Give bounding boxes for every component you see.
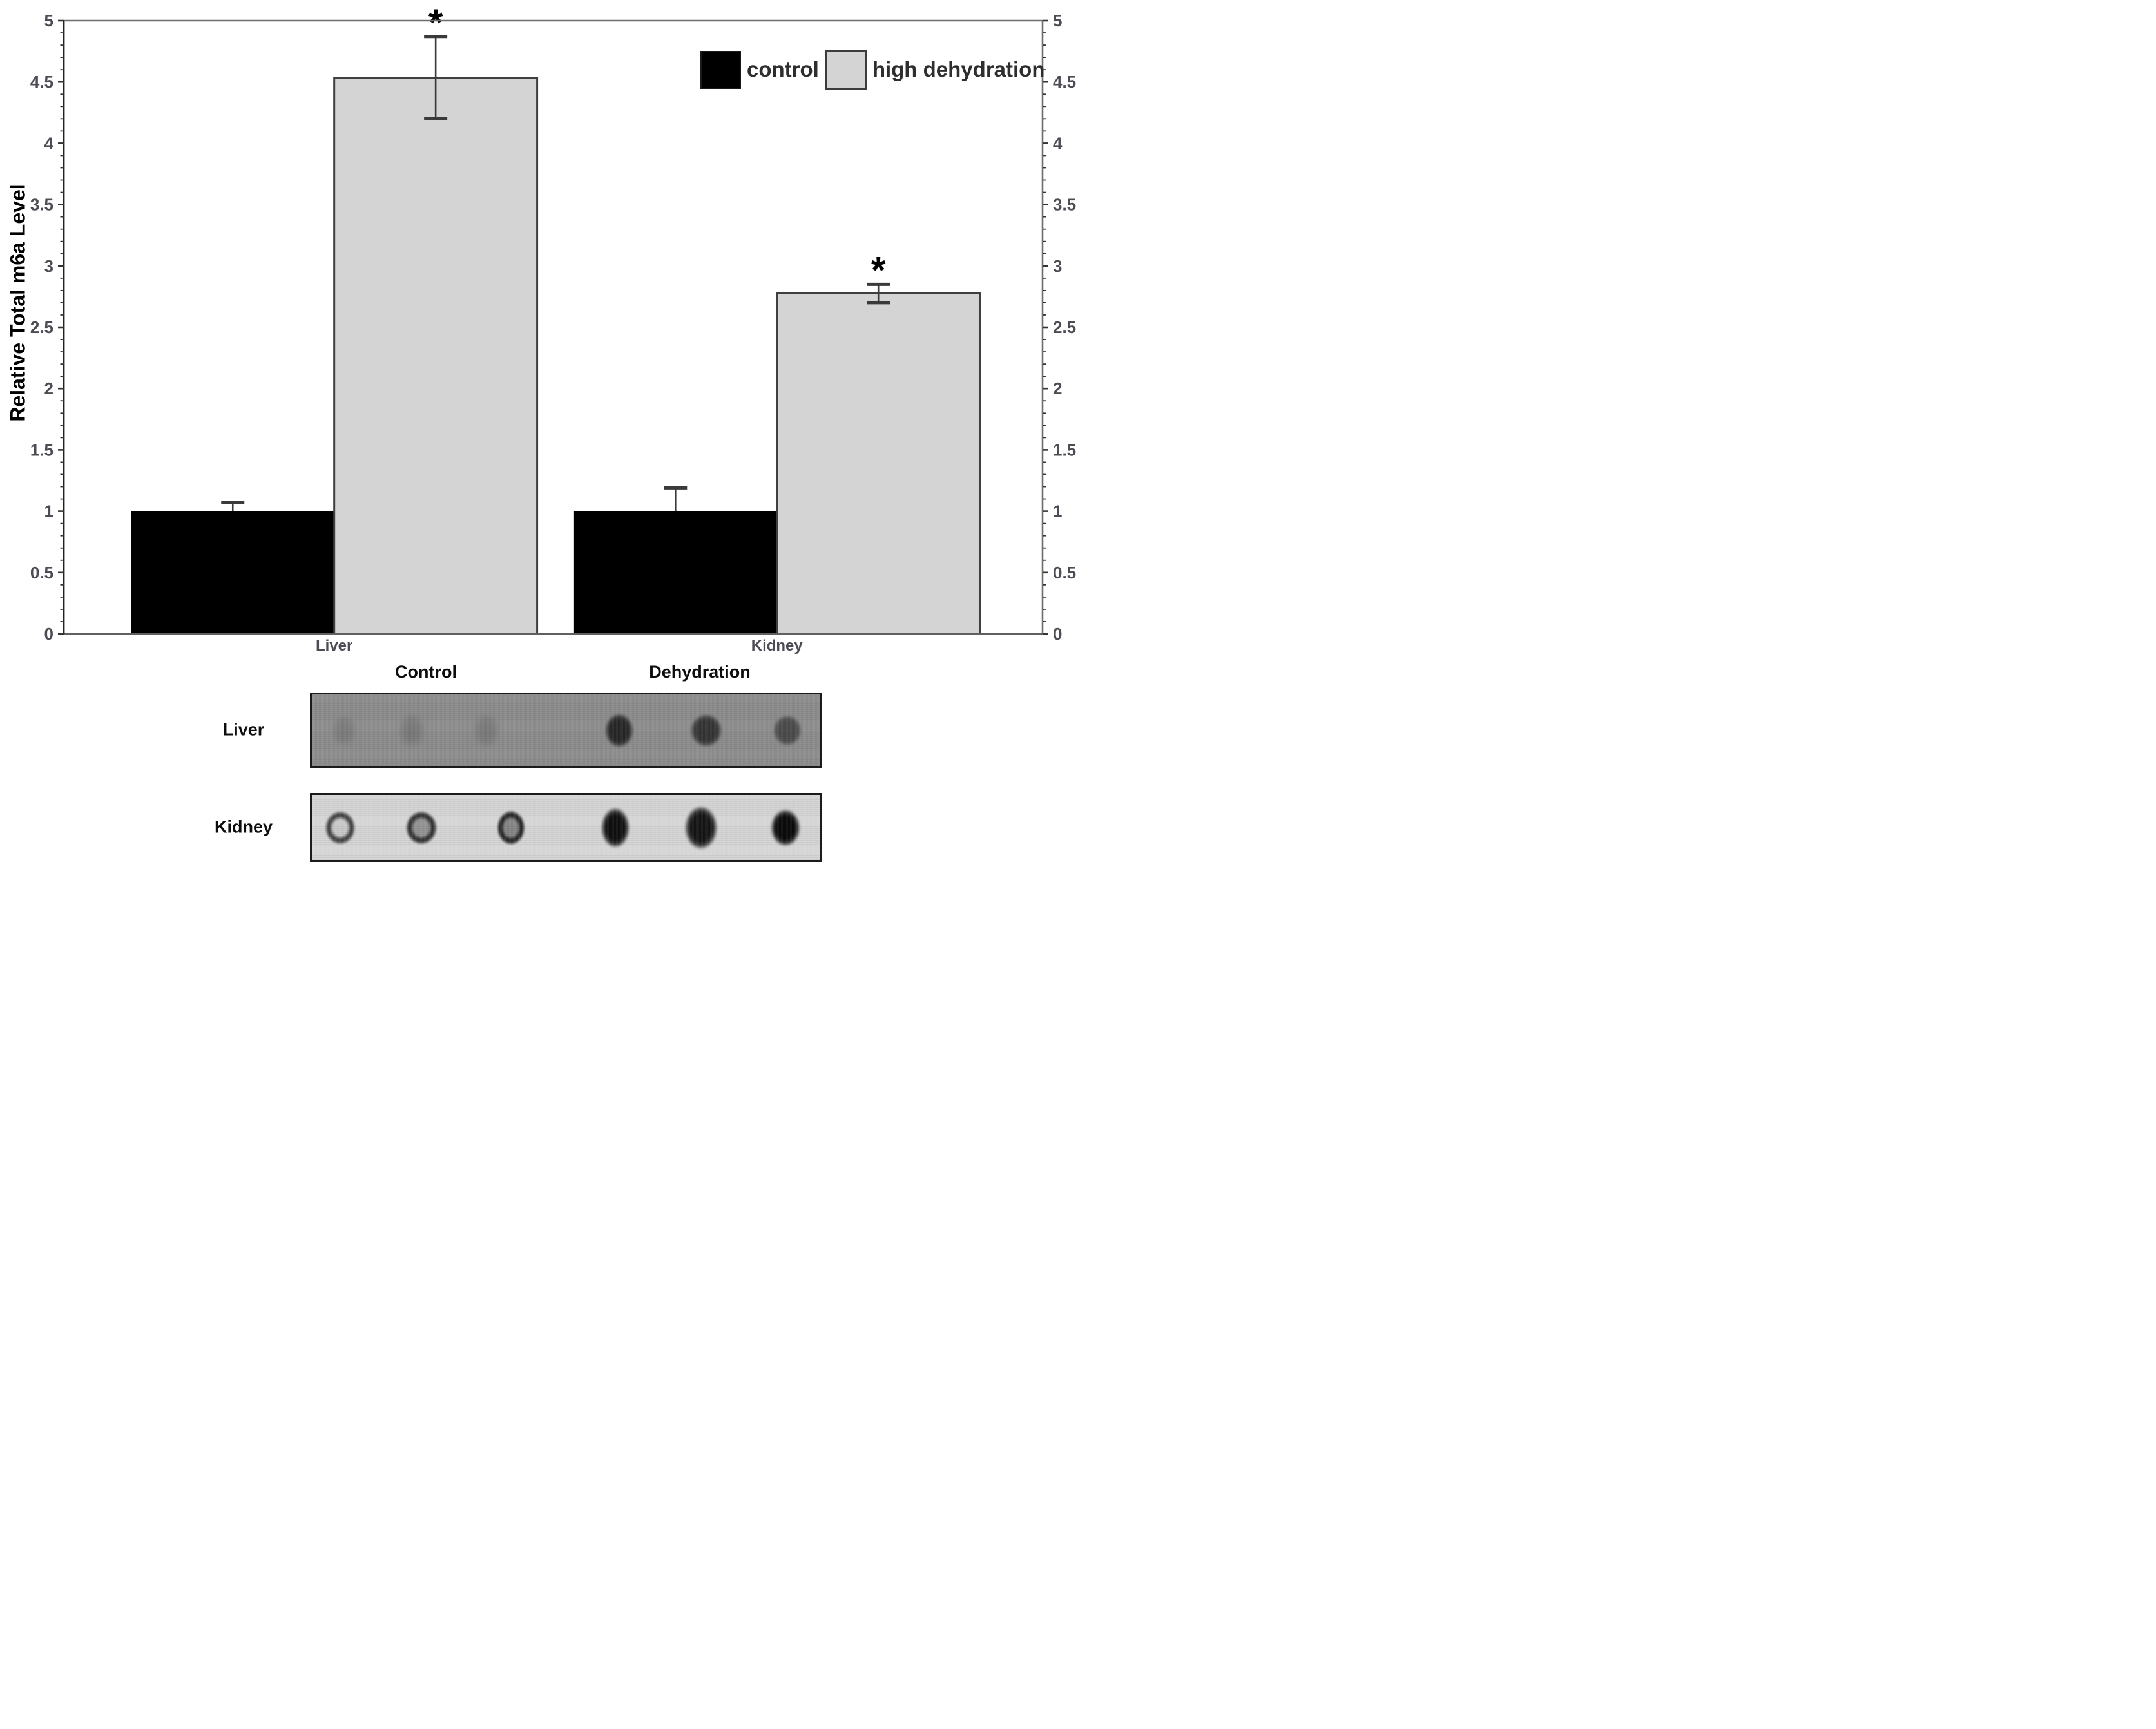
y-tick-label-right: 5 (1053, 11, 1062, 30)
y-tick-label-left: 2 (44, 379, 53, 398)
blot-dot (467, 707, 505, 754)
blot-dot (601, 709, 637, 751)
y-axis-title: Relative Total m6a Level (6, 184, 30, 422)
blot-column-header-dehydration: Dehydration (649, 662, 751, 682)
y-tick-label-left: 1.5 (30, 440, 53, 459)
blot-column-header-control: Control (395, 662, 457, 682)
bar-chart: * * 0 0 0.5 0.5 1 1 1.5 1.5 2 2 2.5 2.5 3 3 3.5 3.5 4 4 4.5 4… (30, 2, 1076, 654)
blot-dot (767, 805, 804, 850)
legend-swatch-control (700, 50, 741, 89)
y-tick-label-left: 0.5 (30, 563, 53, 582)
blot-dot (680, 801, 721, 854)
y-tick-label-left: 1 (44, 502, 53, 521)
blot-dot (598, 803, 633, 852)
blot-dot (322, 807, 360, 848)
blot-strip-kidney (310, 793, 822, 862)
blot-row-label-liver: Liver (222, 720, 265, 740)
y-tick-label-left: 4 (44, 133, 54, 153)
y-tick-label-right: 3.5 (1053, 195, 1076, 215)
bar-control-liver (131, 511, 334, 634)
y-tick-label-right: 4 (1053, 133, 1063, 153)
blot-row-label-kidney: Kidney (214, 817, 273, 837)
legend-label-high-dehydration: high dehydration (872, 57, 1045, 81)
blot-dot (769, 711, 805, 749)
y-tick-label-right: 2 (1053, 379, 1062, 398)
y-tick-label-left: 4.5 (30, 72, 53, 91)
figure: * * 0 0 0.5 0.5 1 1 1.5 1.5 2 2 2.5 2.5 3 3 3.5 3.5 4 4 4.5 4… (0, 0, 1078, 864)
blot-dot (327, 709, 362, 752)
significance-asterisk: * (428, 2, 443, 44)
y-tick-label-right: 4.5 (1053, 72, 1076, 91)
legend-swatch-high-dehydration (824, 50, 867, 90)
y-tick-label-right: 3 (1053, 256, 1062, 276)
y-tick-label-left: 3.5 (30, 195, 53, 215)
bar-high-dehydration-kidney (776, 292, 981, 635)
blot-dot (401, 807, 441, 848)
y-tick-label-left: 5 (44, 11, 53, 30)
legend-label-control: control (747, 57, 819, 81)
y-tick-label-left: 3 (44, 256, 53, 276)
blot-dot (494, 806, 529, 849)
y-tick-label-right: 0 (1053, 624, 1062, 644)
y-tick-label-left: 0 (44, 624, 53, 644)
bar-control-kidney (573, 511, 777, 634)
legend: control high dehydration (700, 50, 1045, 90)
blot-strip-liver (310, 693, 822, 768)
category-label-liver: Liver (316, 637, 352, 654)
y-tick-label-right: 1.5 (1053, 440, 1076, 459)
y-tick-label-right: 0.5 (1053, 563, 1076, 582)
blot-dot (687, 710, 726, 750)
y-tick-label-right: 2.5 (1053, 318, 1076, 337)
blot-dot (392, 707, 430, 754)
bar-high-dehydration-liver (333, 77, 539, 635)
y-tick-label-left: 2.5 (30, 318, 53, 337)
y-tick-label-right: 1 (1053, 502, 1062, 521)
category-label-kidney: Kidney (751, 637, 804, 654)
significance-asterisk: * (871, 249, 886, 291)
